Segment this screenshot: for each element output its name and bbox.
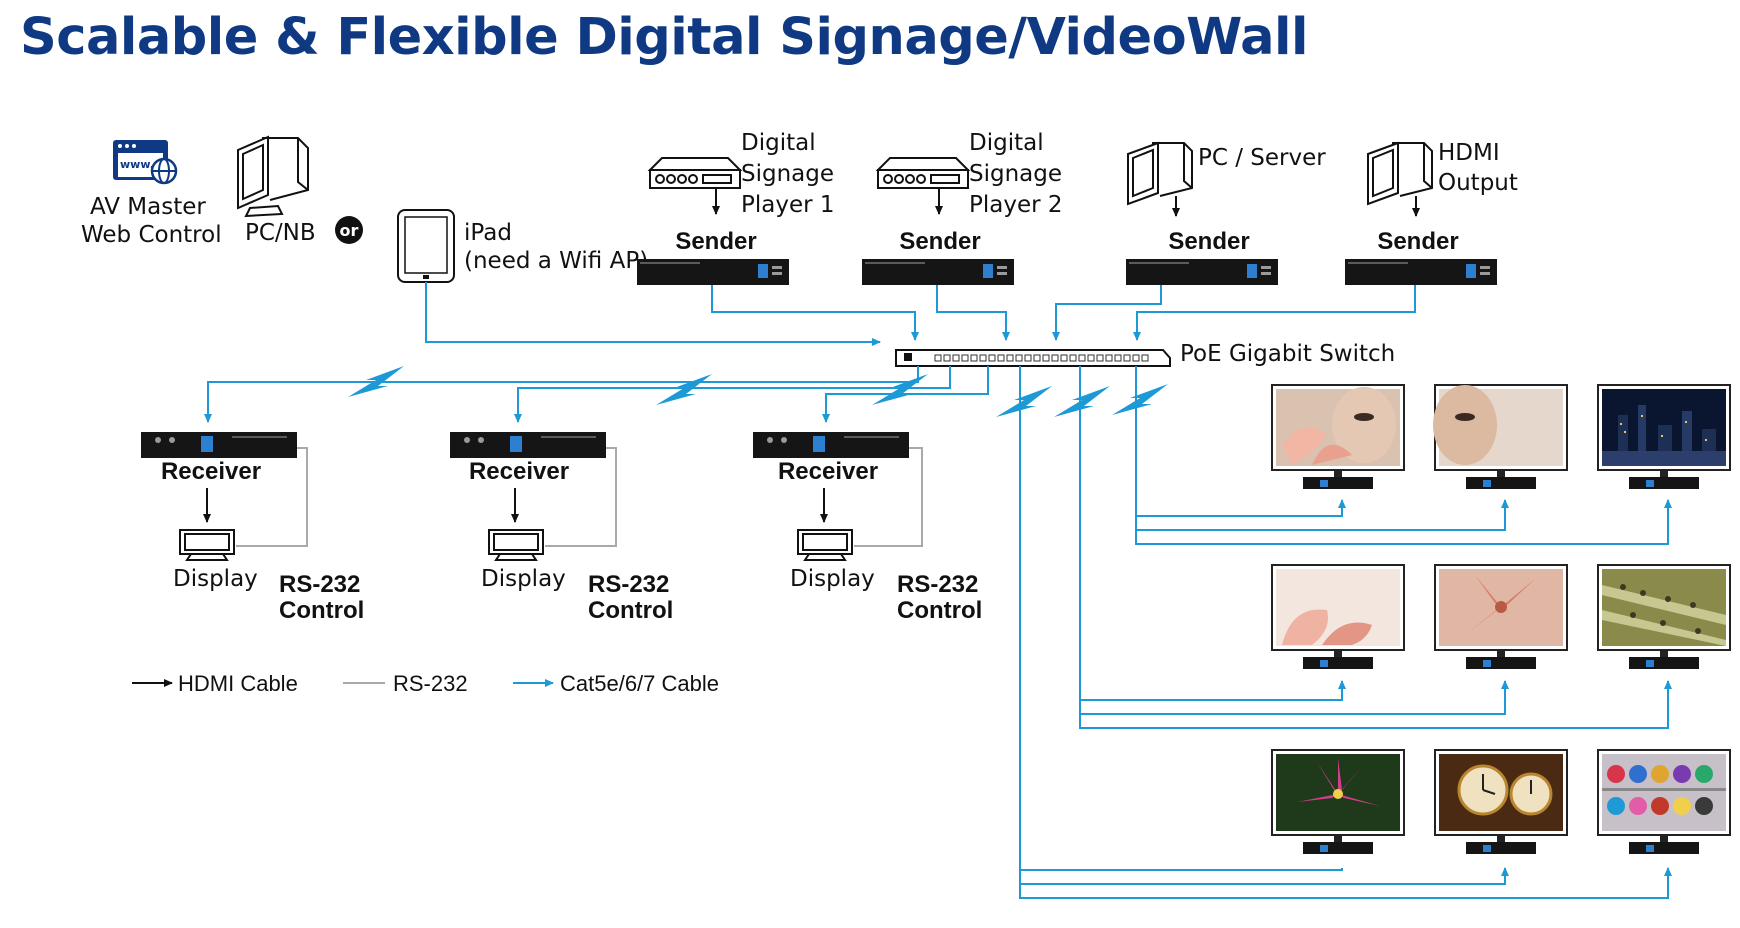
sender-device bbox=[1345, 259, 1497, 285]
rs232-1-label-1: RS-232 bbox=[279, 571, 360, 598]
display-2-label: Display bbox=[481, 566, 566, 592]
poe-switch bbox=[895, 349, 1171, 367]
source-2-label-3: Player 2 bbox=[969, 192, 1063, 218]
videowall-screen-shelf-of-colorful-wigs bbox=[1597, 749, 1731, 855]
sender-2-label: Sender bbox=[899, 228, 980, 255]
web-control-label-2: Web Control bbox=[81, 222, 222, 248]
source-1-label-3: Player 1 bbox=[741, 192, 835, 218]
rs232-2-label-2: Control bbox=[588, 597, 673, 624]
videowall bbox=[1271, 384, 1731, 855]
rs232-1-label-2: Control bbox=[279, 597, 364, 624]
rs232-3-label-1: RS-232 bbox=[897, 571, 978, 598]
web-icon-text: www. bbox=[120, 158, 154, 171]
legend-cat: Cat5e/6/7 Cable bbox=[560, 671, 719, 696]
wireless-bolt-icon bbox=[872, 374, 928, 405]
pc-icon bbox=[1127, 141, 1193, 206]
pc-icon bbox=[1367, 141, 1433, 206]
sender-1-label: Sender bbox=[675, 228, 756, 255]
sender-device bbox=[637, 259, 789, 285]
videowall-screen-pink-water-lily bbox=[1271, 749, 1405, 855]
media-player-icon bbox=[647, 157, 743, 189]
legend-rs232: RS-232 bbox=[393, 671, 468, 696]
display-icon bbox=[797, 529, 853, 561]
receiver-device bbox=[753, 432, 909, 458]
switch-label: PoE Gigabit Switch bbox=[1180, 341, 1395, 367]
receiver-device bbox=[450, 432, 606, 458]
rs232-3-label-2: Control bbox=[897, 597, 982, 624]
sender-3-label: Sender bbox=[1168, 228, 1249, 255]
source-3-label-1: PC / Server bbox=[1198, 145, 1326, 171]
receiver-3-label: Receiver bbox=[778, 458, 878, 485]
display-1-label: Display bbox=[173, 566, 258, 592]
media-player-icon bbox=[875, 157, 971, 189]
source-4-label-2: Output bbox=[1438, 170, 1518, 196]
videowall-screen-woman-with-flower-3 bbox=[1271, 564, 1405, 670]
ipad-icon bbox=[397, 209, 455, 283]
wireless-bolt-icon bbox=[1054, 386, 1110, 417]
web-control-icon: www. bbox=[113, 140, 178, 185]
source-2-label-2: Signage bbox=[969, 161, 1062, 187]
wireless-bolt-icon bbox=[348, 366, 404, 397]
sender-device bbox=[862, 259, 1014, 285]
rs232-2-label-1: RS-232 bbox=[588, 571, 669, 598]
wireless-bolt-icon bbox=[1112, 384, 1168, 415]
or-badge bbox=[335, 216, 363, 244]
ipad-label-1: iPad bbox=[464, 220, 512, 246]
source-2-label-1: Digital bbox=[969, 130, 1044, 156]
receiver-2-label: Receiver bbox=[469, 458, 569, 485]
pc-nb-label: PC/NB bbox=[245, 220, 316, 246]
display-3-label: Display bbox=[790, 566, 875, 592]
legend: HDMI Cable RS-232 Cat5e/6/7 Cable bbox=[132, 671, 719, 696]
or-label: or bbox=[340, 221, 359, 240]
wireless-bolt-icon bbox=[656, 374, 712, 405]
videowall-screen-pink-lily bbox=[1434, 564, 1568, 670]
display-icon bbox=[179, 529, 235, 561]
display-icon bbox=[488, 529, 544, 561]
page-title: Scalable & Flexible Digital Signage/Vide… bbox=[20, 8, 1308, 67]
sender-device bbox=[1126, 259, 1278, 285]
wireless-bolt-icon bbox=[996, 386, 1052, 417]
source-1-label-2: Signage bbox=[741, 161, 834, 187]
source-4-label-1: HDMI bbox=[1438, 140, 1500, 166]
sender-4-label: Sender bbox=[1377, 228, 1458, 255]
videowall-screen-woman-with-flower-2 bbox=[1433, 384, 1568, 490]
receiver-device bbox=[141, 432, 297, 458]
legend-hdmi: HDMI Cable bbox=[178, 671, 298, 696]
ipad-label-2: (need a Wifi AP) bbox=[464, 248, 648, 274]
pc-icon bbox=[237, 135, 309, 218]
videowall-screen-station-clock bbox=[1434, 749, 1568, 855]
source-1-label-1: Digital bbox=[741, 130, 816, 156]
web-control-label-1: AV Master bbox=[90, 194, 206, 220]
videowall-screen-woman-with-flower-1 bbox=[1271, 384, 1405, 490]
videowall-screen-crowd-on-escalators bbox=[1597, 564, 1731, 670]
receiver-1-label: Receiver bbox=[161, 458, 261, 485]
videowall-screen-city-skyline-at-night bbox=[1597, 384, 1731, 490]
